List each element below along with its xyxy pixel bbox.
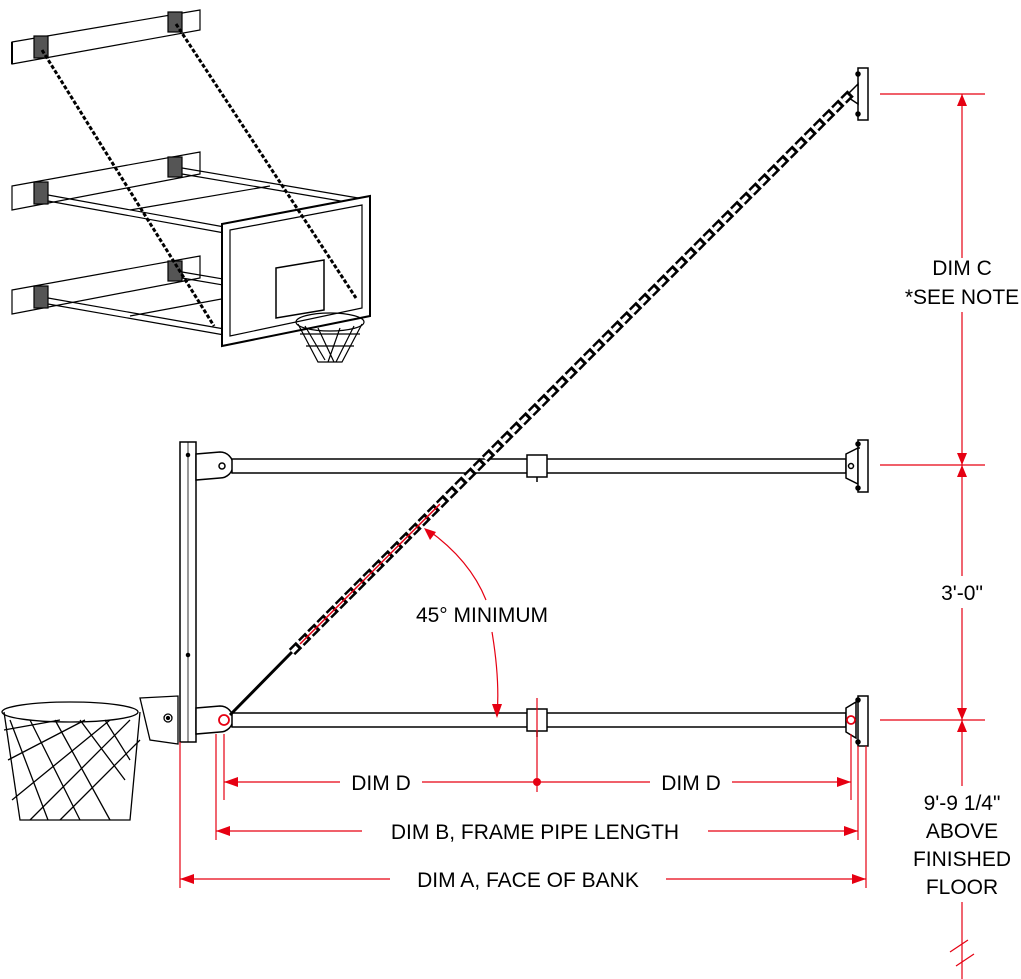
- height-label-line2: ABOVE: [926, 820, 998, 843]
- wall-board-bottom: [11, 255, 201, 315]
- diagonal-chain: [228, 88, 856, 717]
- lower-frame-pipe: [195, 695, 869, 747]
- angle-label: 45° MINIMUM: [416, 604, 548, 627]
- dim-c-label: DIM C: [932, 257, 992, 280]
- dim-d-left-label: DIM D: [351, 772, 411, 795]
- dimension-labels: DIM C *SEE NOTE 3'-0" 9'-9 1/4" ABOVE FI…: [351, 257, 1019, 899]
- top-wall-bracket: [844, 67, 869, 121]
- inset-backboard: [221, 194, 371, 348]
- inset-chains: [40, 23, 358, 327]
- upper-frame-pipe: [195, 439, 869, 493]
- height-label-line1: 9'-9 1/4": [924, 792, 1001, 815]
- see-note-label: *SEE NOTE: [905, 286, 1019, 309]
- vertical-spacing-label: 3'-0": [941, 582, 983, 605]
- wall-board-middle: [11, 151, 201, 211]
- inset-hoop: [295, 312, 365, 363]
- vertical-post: [179, 441, 197, 743]
- dimension-arrowheads: [180, 94, 967, 884]
- main-hoop: [1, 695, 179, 821]
- height-label-line4: FLOOR: [926, 876, 998, 899]
- inset-isometric-view: [11, 9, 371, 363]
- dim-d-right-label: DIM D: [661, 772, 721, 795]
- wall-board-top: [11, 9, 201, 65]
- height-label-line3: FINISHED: [913, 848, 1011, 871]
- dim-a-label: DIM A, FACE OF BANK: [417, 869, 639, 892]
- dimension-lines: [179, 93, 985, 979]
- main-elevation: [1, 67, 869, 821]
- dim-b-label: DIM B, FRAME PIPE LENGTH: [391, 821, 679, 844]
